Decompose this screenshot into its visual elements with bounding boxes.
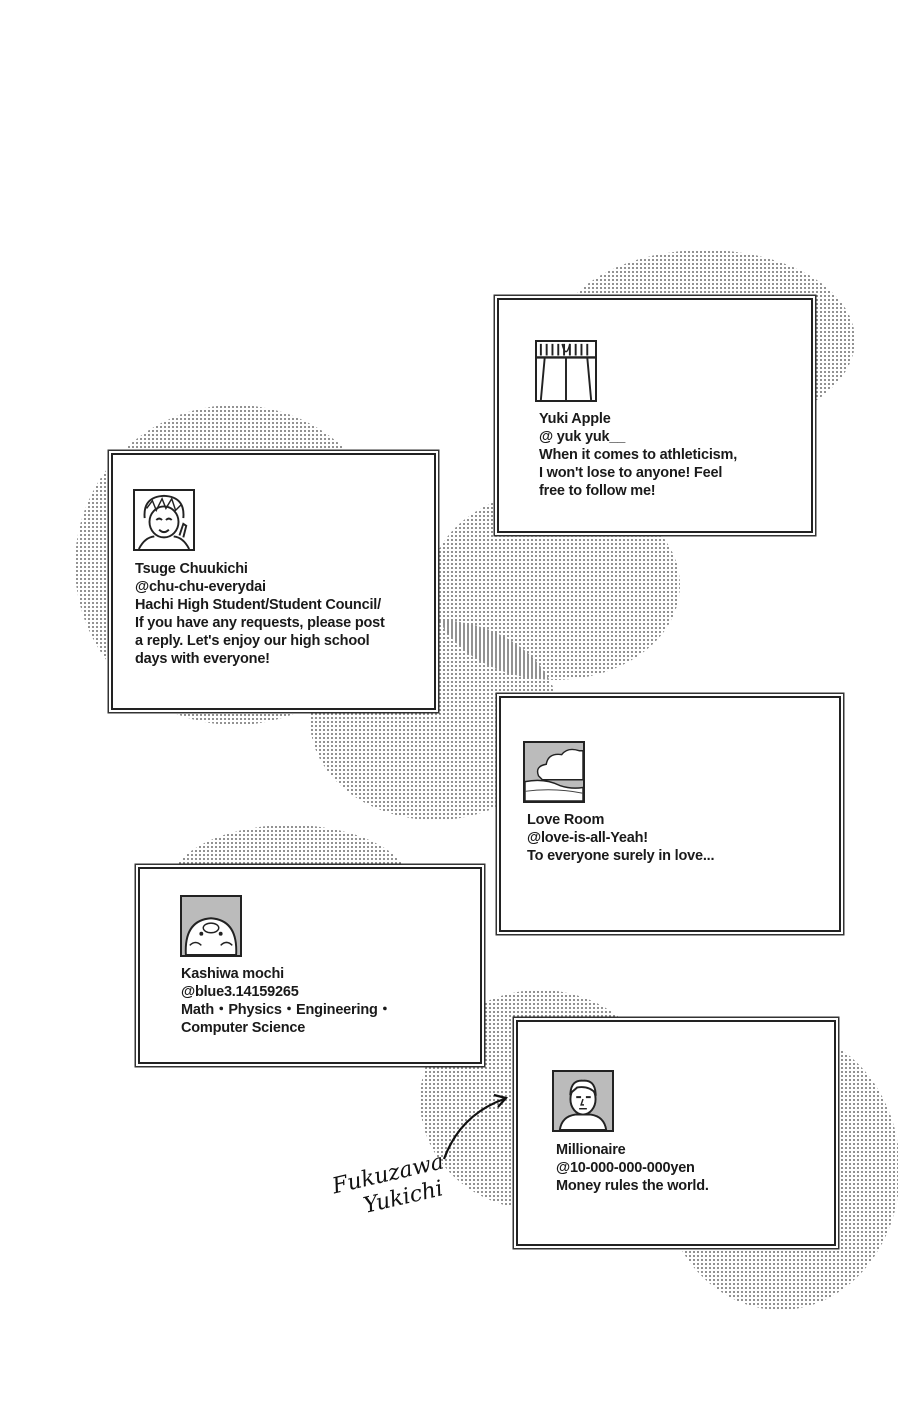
- profile-bio-line: free to follow me!: [539, 483, 656, 499]
- profile-name: Tsuge Chuukichi: [135, 561, 248, 577]
- profile-name: Millionaire: [556, 1142, 626, 1158]
- profile-avatar[interactable]: [180, 895, 242, 957]
- annotation-arrow-icon: [442, 1093, 509, 1160]
- profile-handle: @10-000-000-000yen: [556, 1160, 695, 1176]
- portrait-man-icon: [554, 1072, 612, 1130]
- profile-card-yuki-apple[interactable]: Yuki Apple @ yuk yuk__ When it comes to …: [497, 298, 813, 533]
- profile-bio-line: If you have any requests, please post: [135, 615, 385, 631]
- profile-card-kashiwa-mochi[interactable]: Kashiwa mochi @blue3.14159265 Math・Physi…: [138, 867, 482, 1064]
- student-face-icon: [138, 494, 190, 549]
- profile-avatar[interactable]: [523, 741, 585, 803]
- profile-bio-line: To everyone surely in love...: [527, 848, 715, 864]
- annotation-note: Fukuzawa Yukichi: [330, 1149, 452, 1225]
- profile-avatar[interactable]: [535, 340, 597, 402]
- profile-card-millionaire[interactable]: Millionaire @10-000-000-000yen Money rul…: [516, 1020, 836, 1246]
- profile-card-tsuge-chuukichi[interactable]: Tsuge Chuukichi @chu-chu-everydai Hachi …: [111, 453, 436, 710]
- profile-bio-line: I won't lose to anyone! Feel: [539, 465, 723, 481]
- profile-name: Yuki Apple: [539, 411, 611, 427]
- profile-name: Kashiwa mochi: [181, 966, 284, 982]
- profile-bio-line: Money rules the world.: [556, 1178, 709, 1194]
- mochi-icon: [182, 897, 240, 955]
- profile-bio-line: days with everyone!: [135, 651, 270, 667]
- profile-bio-line: Math・Physics・Engineering・: [181, 1002, 392, 1018]
- profile-handle: @love-is-all-Yeah!: [527, 830, 648, 846]
- profile-avatar[interactable]: [552, 1070, 614, 1132]
- profile-bio-line: Hachi High Student/Student Council/: [135, 597, 381, 613]
- profile-bio-line: a reply. Let's enjoy our high school: [135, 633, 370, 649]
- profile-name: Love Room: [527, 812, 605, 828]
- shorts-icon: [537, 342, 595, 400]
- profile-avatar[interactable]: [133, 489, 195, 551]
- profile-bio-line: When it comes to athleticism,: [539, 447, 738, 463]
- sky-cloud-icon: [525, 743, 583, 801]
- profile-handle: @ yuk yuk__: [539, 429, 626, 445]
- profile-card-love-room[interactable]: Love Room @love-is-all-Yeah! To everyone…: [499, 696, 841, 932]
- profile-bio-line: Computer Science: [181, 1020, 306, 1036]
- profile-handle: @chu-chu-everydai: [135, 579, 266, 595]
- profile-handle: @blue3.14159265: [181, 984, 299, 1000]
